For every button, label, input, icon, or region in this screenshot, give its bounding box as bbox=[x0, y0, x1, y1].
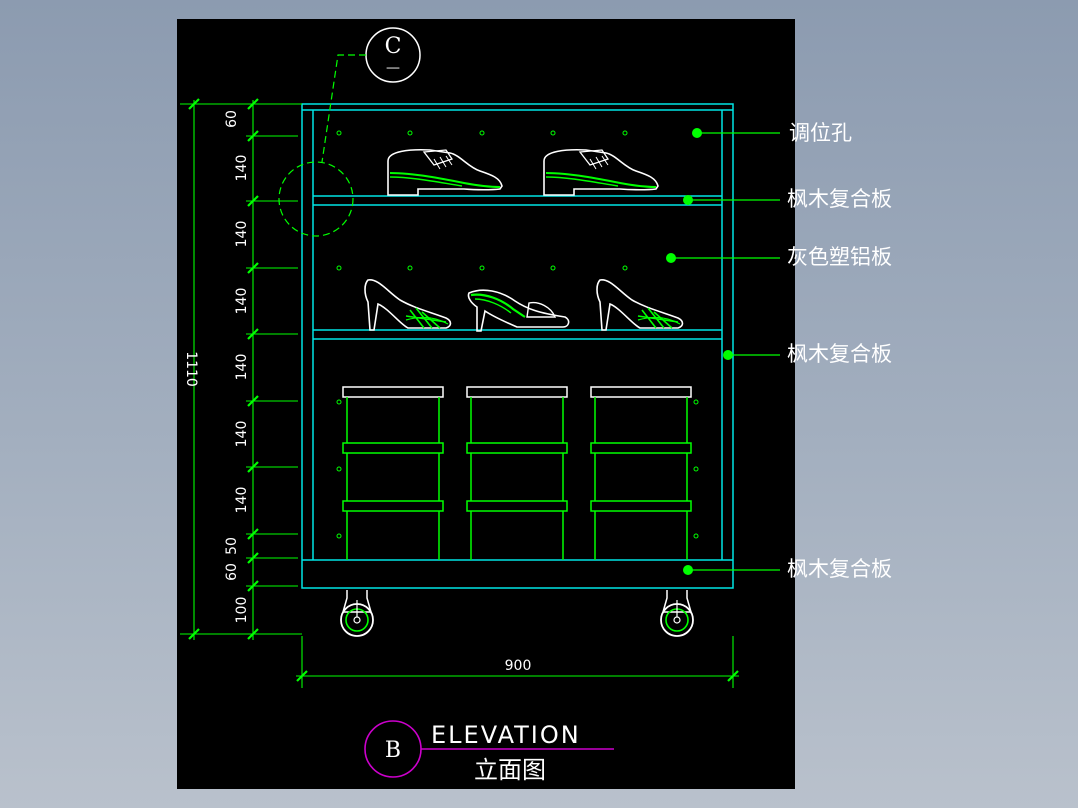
drawing-title: B ELEVATION 立面图 bbox=[364, 720, 614, 784]
callout-adjustment-hole: 调位孔 bbox=[692, 121, 852, 145]
title-chinese: 立面图 bbox=[474, 756, 546, 784]
detail-callout-c: C — bbox=[278, 27, 421, 237]
overall-height-label: 1110 bbox=[183, 351, 199, 387]
title-english: ELEVATION bbox=[431, 721, 581, 749]
detail-bubble-sub: — bbox=[386, 60, 400, 76]
detail-bubble-letter: C bbox=[385, 34, 402, 59]
callout-label: 枫木复合板 bbox=[787, 557, 892, 581]
callout-label: 调位孔 bbox=[789, 121, 852, 145]
callout-grey-aluminum-plastic-board: 灰色塑铝板 bbox=[666, 245, 892, 269]
adjustment-holes bbox=[336, 130, 699, 539]
dim-label: 100 bbox=[234, 597, 250, 624]
overall-width-label: 900 bbox=[505, 658, 532, 674]
cabinet-frame bbox=[301, 103, 734, 589]
callout-maple-board-1: 枫木复合板 bbox=[683, 187, 892, 211]
dim-label: 140 bbox=[234, 288, 250, 315]
dim-label: 140 bbox=[234, 155, 250, 182]
vertical-dimension-labels: 60 140 140 140 140 140 140 50 60 100 111… bbox=[183, 110, 250, 623]
callout-maple-board-3: 枫木复合板 bbox=[683, 557, 892, 581]
callout-label: 灰色塑铝板 bbox=[787, 245, 892, 269]
dim-label: 140 bbox=[234, 487, 250, 514]
dim-label: 140 bbox=[234, 221, 250, 248]
material-callouts: 调位孔 枫木复合板 灰色塑铝板 枫木复合板 枫木复合板 bbox=[666, 121, 892, 581]
dim-label: 50 bbox=[224, 537, 240, 555]
callout-label: 枫木复合板 bbox=[787, 342, 892, 366]
callout-maple-board-2: 枫木复合板 bbox=[723, 342, 892, 366]
dim-label: 140 bbox=[234, 421, 250, 448]
dim-label: 60 bbox=[224, 563, 240, 581]
callout-label: 枫木复合板 bbox=[787, 187, 892, 211]
dimension-lines bbox=[180, 100, 739, 688]
drawing-canvas bbox=[177, 19, 795, 789]
title-bubble-letter: B bbox=[385, 738, 401, 763]
dimension-ticks bbox=[188, 98, 739, 682]
dim-label: 140 bbox=[234, 354, 250, 381]
dim-label: 60 bbox=[224, 110, 240, 128]
